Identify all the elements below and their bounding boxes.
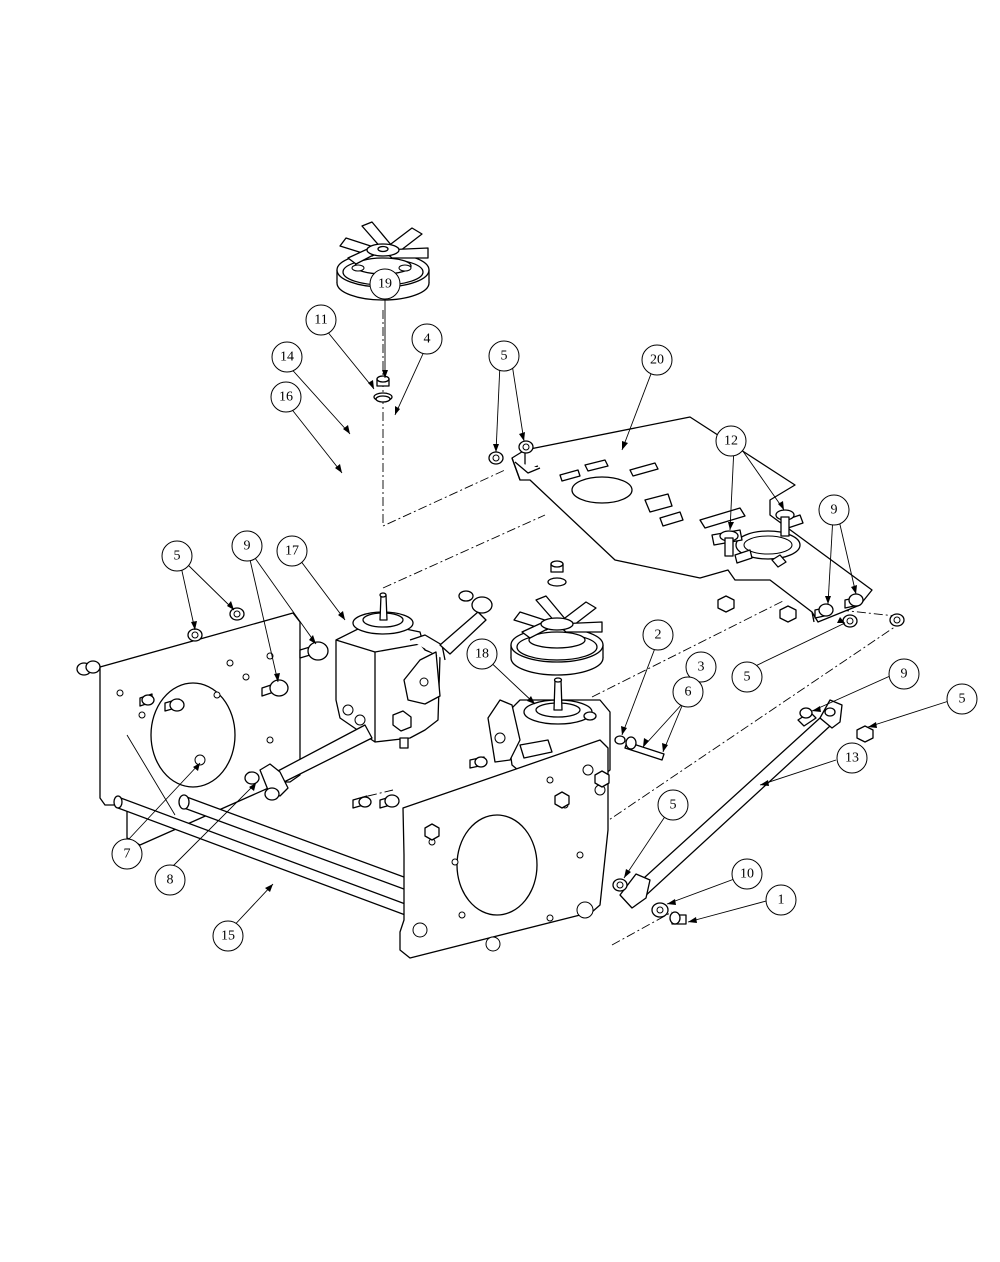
- callout-11-label: 11: [314, 313, 327, 328]
- callout-15: 15: [212, 920, 244, 952]
- callout-19-label: 19: [378, 277, 392, 292]
- callout-5-rod-top: 5: [946, 683, 978, 715]
- callout-5-top-label: 5: [501, 349, 508, 364]
- right-top-bolts-9: [814, 593, 905, 628]
- callout-10: 10: [731, 858, 763, 890]
- callout-8-label: 8: [167, 873, 174, 888]
- callout-5-rod-bottom: 5: [657, 789, 689, 821]
- callout-3-label: 3: [698, 660, 705, 675]
- callout-16: 16: [270, 381, 302, 413]
- tie-rod: [612, 699, 874, 925]
- top-mount-plate: [511, 416, 873, 623]
- right-side-plate: [399, 739, 610, 959]
- carriage-bolts-12: [719, 509, 795, 557]
- callout-12-label: 12: [724, 434, 738, 449]
- callout-15-label: 15: [221, 929, 235, 944]
- callout-3: 3: [685, 651, 717, 683]
- center-bolts: [352, 794, 400, 809]
- leader-lines: [127, 299, 953, 933]
- arrow-heads: [191, 370, 877, 923]
- right-pulley-assembly: [510, 560, 604, 676]
- callout-9-right-top-label: 9: [831, 503, 838, 518]
- callout-17: 17: [276, 535, 308, 567]
- callout-9-left-plate: 9: [231, 530, 263, 562]
- callout-18-label: 18: [475, 647, 489, 662]
- callout-10-label: 10: [740, 867, 754, 882]
- callout-12: 12: [715, 425, 747, 457]
- callout-9-rod: 9: [888, 658, 920, 690]
- callout-16-label: 16: [279, 390, 293, 405]
- callout-20-label: 20: [650, 353, 664, 368]
- callout-14: 14: [271, 341, 303, 373]
- callout-6: 6: [672, 676, 704, 708]
- left-plate-bolts: [139, 641, 329, 712]
- callout-9-rod-label: 9: [901, 667, 908, 682]
- callout-13-label: 13: [845, 751, 859, 766]
- callout-2: 2: [642, 619, 674, 651]
- callout-5-center-label: 5: [744, 670, 751, 685]
- callout-7: 7: [111, 838, 143, 870]
- left-plate-washers: [76, 660, 101, 676]
- pin-hardware: [614, 735, 665, 761]
- callout-8: 8: [154, 864, 186, 896]
- callout-1: 1: [765, 884, 797, 916]
- callout-13: 13: [836, 742, 868, 774]
- callout-4-label: 4: [424, 332, 431, 347]
- top-plate-lower-nuts: [717, 595, 797, 623]
- callout-2-label: 2: [655, 628, 662, 643]
- callout-9-left-plate-label: 9: [244, 539, 251, 554]
- callout-9-right-top: 9: [818, 494, 850, 526]
- callout-4: 4: [411, 323, 443, 355]
- callout-5-left-plate-label: 5: [174, 549, 181, 564]
- callout-5-center: 5: [731, 661, 763, 693]
- callout-18: 18: [466, 638, 498, 670]
- upper-pulley-assembly: [336, 221, 430, 403]
- left-plate-nuts: [187, 607, 245, 642]
- callout-5-top: 5: [488, 340, 520, 372]
- right-transmission: [469, 677, 611, 781]
- callout-7-label: 7: [124, 847, 131, 862]
- left-transmission: [244, 590, 493, 801]
- cross-shaft: [113, 794, 413, 917]
- callout-20: 20: [641, 344, 673, 376]
- callout-19: 19: [369, 268, 401, 300]
- top-plate-washers: [488, 440, 534, 465]
- callout-1-label: 1: [778, 893, 785, 908]
- callout-14-label: 14: [280, 350, 294, 365]
- callout-5-rod-top-label: 5: [959, 692, 966, 707]
- callout-5-left-plate: 5: [161, 540, 193, 572]
- callout-11: 11: [305, 304, 337, 336]
- callout-17-label: 17: [285, 544, 299, 559]
- callout-6-label: 6: [685, 685, 692, 700]
- callout-5-rod-bottom-label: 5: [670, 798, 677, 813]
